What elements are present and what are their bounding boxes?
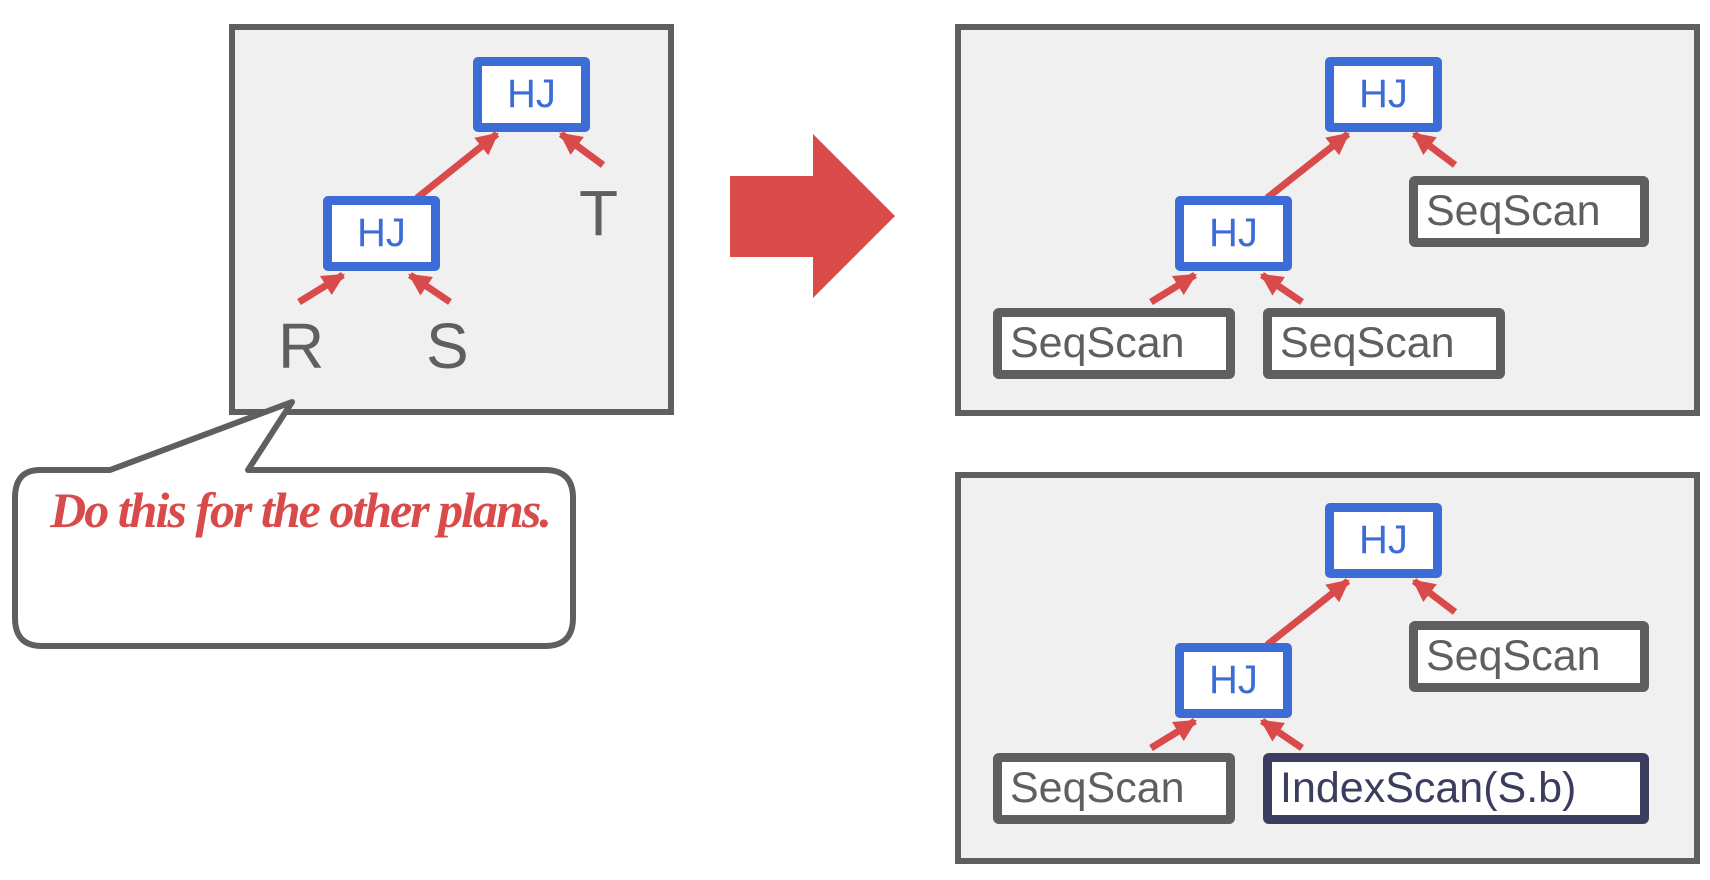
edge-indexscan-s-to-hj — [1260, 718, 1304, 751]
hj-bottom-node: HJ — [1175, 643, 1292, 718]
edge-seqscan-t-to-hj — [1411, 578, 1458, 615]
edge-r-to-hj — [297, 272, 345, 305]
edge-s-to-hj — [408, 272, 452, 305]
edge-seqscan-t-to-hj — [1411, 131, 1458, 168]
edge-seqscan-r-to-hj — [1149, 718, 1197, 751]
seqscan-r-node: SeqScan — [993, 308, 1235, 379]
edge-hj-to-hj — [1264, 131, 1351, 201]
callout-text: Do this for the other plans. — [50, 482, 552, 538]
hj-top-node: HJ — [473, 57, 590, 132]
edge-hj-to-hj — [414, 131, 500, 201]
edge-t-to-hj — [558, 131, 606, 168]
edge-seqscan-s-to-hj — [1260, 272, 1304, 305]
relation-s-label: S — [426, 310, 469, 382]
hj-top-node: HJ — [1325, 57, 1442, 132]
logical-plan-panel — [229, 24, 674, 415]
indexscan-s-node: IndexScan(S.b) — [1263, 753, 1649, 824]
edge-hj-to-hj — [1264, 578, 1351, 648]
hj-top-node: HJ — [1325, 503, 1442, 578]
seqscan-t-node: SeqScan — [1409, 621, 1649, 692]
seqscan-r-node: SeqScan — [993, 753, 1235, 824]
relation-t-label: T — [579, 177, 619, 249]
hj-bottom-node: HJ — [1175, 196, 1292, 271]
seqscan-t-node: SeqScan — [1409, 176, 1649, 247]
relation-r-label: R — [278, 310, 325, 382]
seqscan-s-node: SeqScan — [1263, 308, 1505, 379]
hj-bottom-node: HJ — [323, 196, 440, 271]
edge-seqscan-r-to-hj — [1149, 272, 1197, 305]
